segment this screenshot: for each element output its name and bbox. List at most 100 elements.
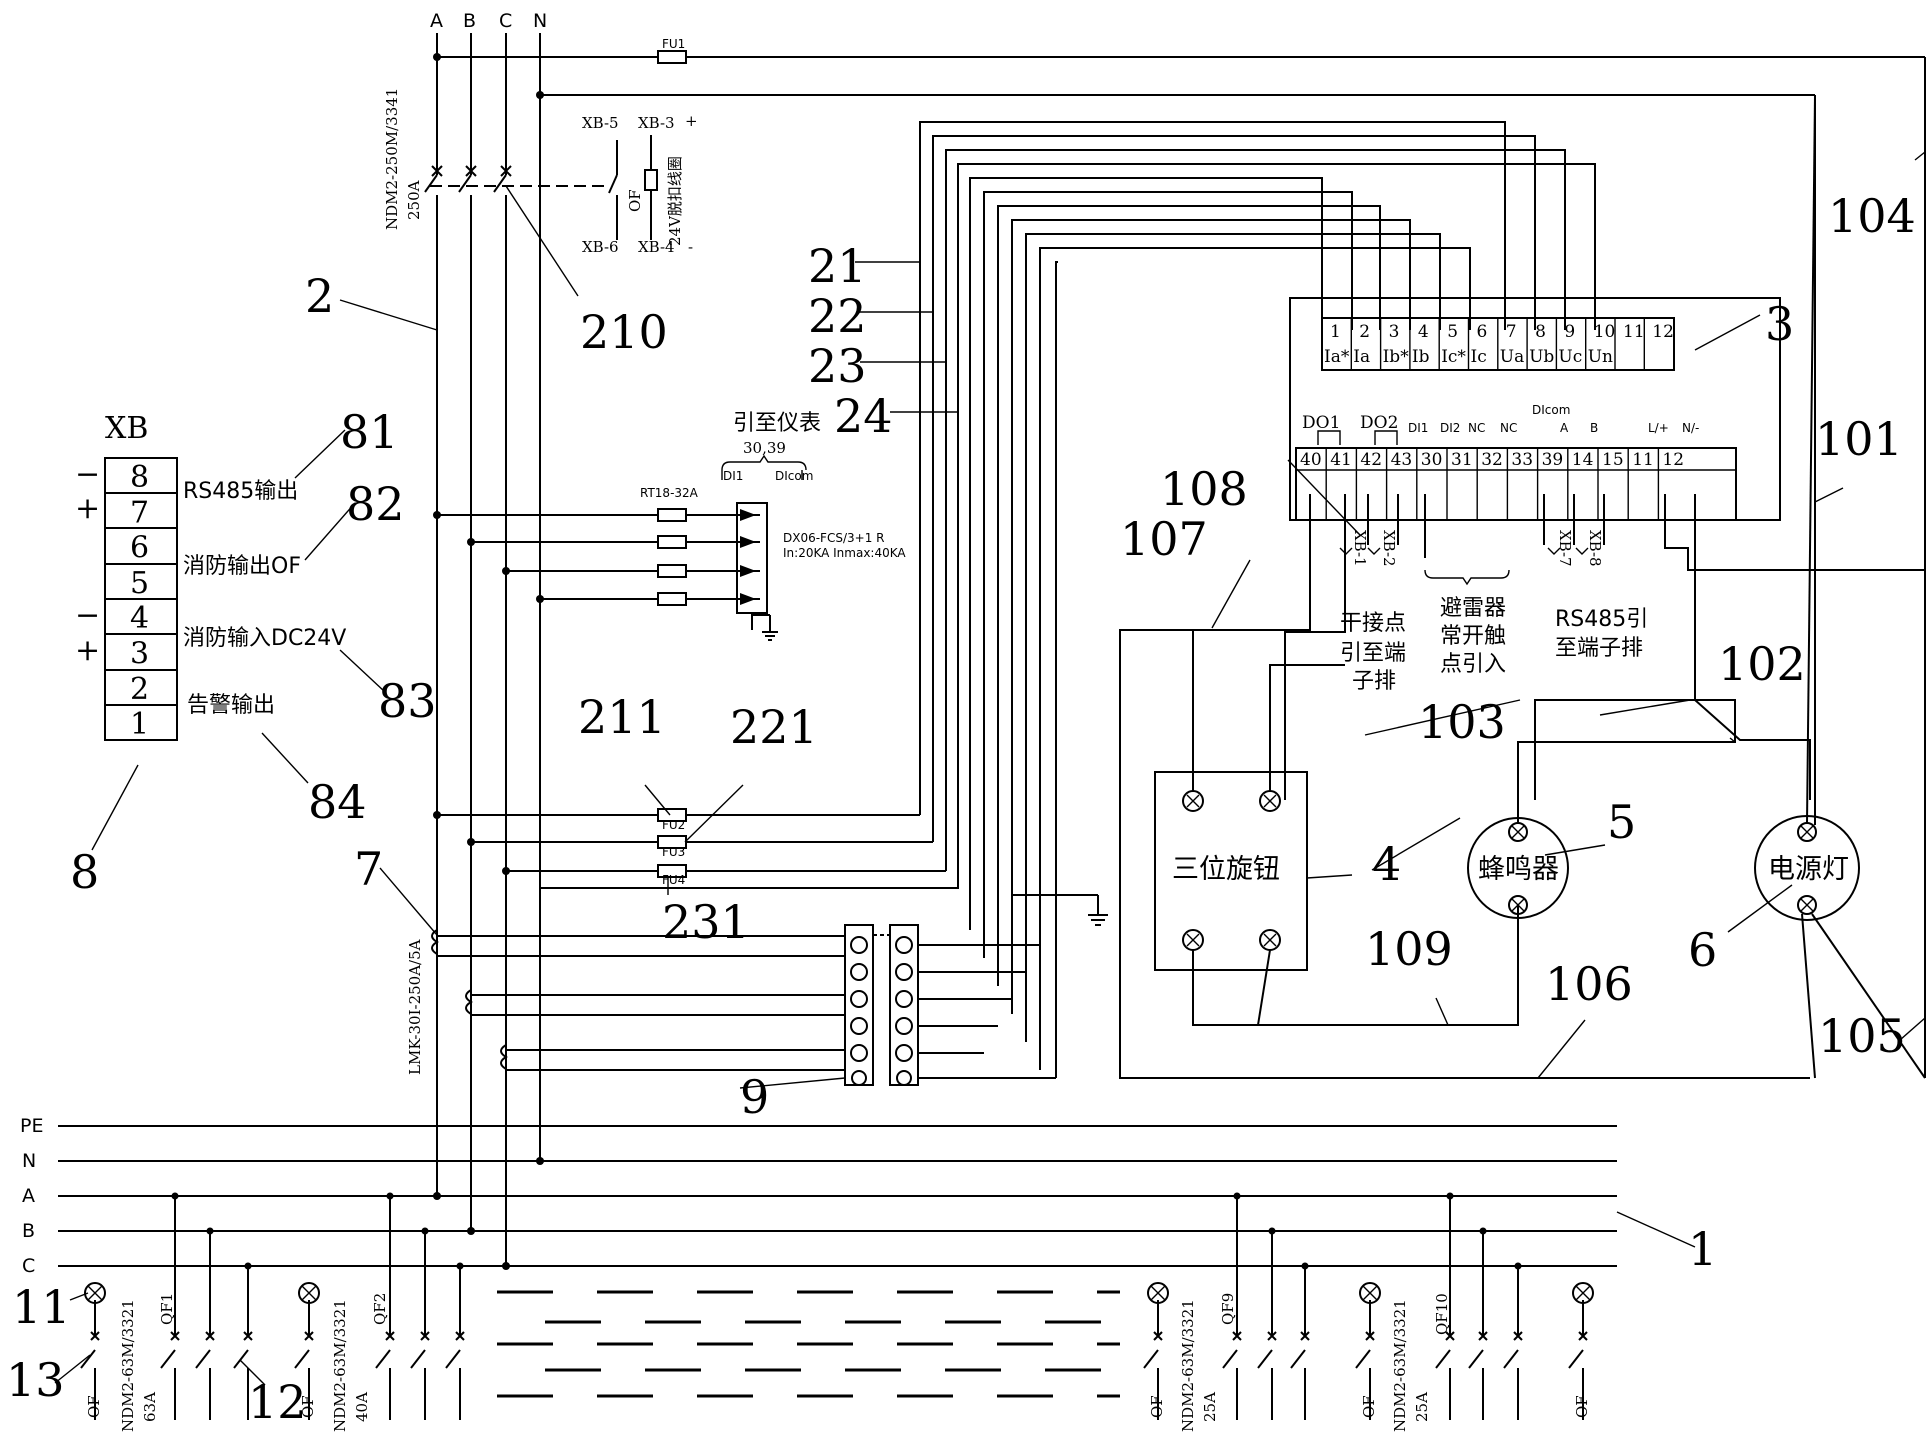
meter-group-label: B: [1590, 421, 1598, 435]
ref-105: 105: [1818, 1009, 1906, 1063]
ref-21: 21: [808, 239, 867, 293]
ref-12: 12: [248, 1375, 307, 1429]
meter-top-number: 12: [1652, 322, 1674, 342]
branch-1-rating: 63A: [141, 1392, 159, 1422]
xb-sign-minus-1: −: [75, 457, 100, 492]
meter-bottom-number: 12: [1662, 450, 1684, 470]
meter-xb2: XB-2: [1380, 530, 1398, 567]
fuse-fu1: [657, 50, 687, 64]
meter-group-label: L/+: [1648, 421, 1669, 435]
bus-dashes: [497, 1290, 1120, 1398]
meter-top-number: 1: [1330, 322, 1341, 342]
buzzer-label: 蜂鸣器: [1478, 854, 1559, 885]
ref-102: 102: [1718, 637, 1806, 691]
branch-last-of: OF: [1573, 1395, 1591, 1418]
meter-bottom-number: 14: [1572, 450, 1594, 470]
xb-terminal-number: 1: [130, 707, 149, 742]
voltage-wires: [540, 121, 1596, 889]
meter-top-label: Ub: [1529, 347, 1554, 367]
current-transformers: [431, 894, 1108, 1071]
leader-lines: [54, 151, 1926, 1386]
meter-top-number: 11: [1623, 322, 1645, 342]
small-fuses: [437, 808, 946, 878]
meter-top-label: Ia*: [1324, 347, 1350, 367]
spd-lead-left: DI1: [723, 469, 743, 483]
xb-terminal-number: 6: [130, 531, 149, 566]
terminal-block: [844, 924, 1056, 1086]
bus-label-b: B: [22, 1220, 35, 1242]
knob-label: 三位旋钮: [1172, 854, 1280, 885]
meter-bottom-number: 40: [1300, 450, 1322, 470]
xb-terminal-number: 7: [130, 495, 149, 530]
ref-9: 9: [740, 1070, 769, 1124]
meter-bottom-number: 41: [1330, 450, 1352, 470]
ref-6: 6: [1688, 923, 1717, 977]
meter-top-label: Ia: [1353, 347, 1370, 367]
shunt-xb6: XB-6: [582, 238, 619, 256]
meter-top-label: Ib*: [1383, 347, 1410, 367]
bus-labels: PE N A B C: [20, 1115, 43, 1277]
spd-lead-terms: 30,39: [743, 439, 786, 457]
spd-model: DX06-FCS/3+1 R: [783, 531, 884, 545]
spd-contact-line1: 避雷器: [1440, 596, 1506, 621]
ref-13: 13: [6, 1353, 65, 1407]
meter-top-label: Ic: [1471, 347, 1487, 367]
spd-lead-right: DIcom: [775, 469, 813, 483]
meter-top-number: 7: [1506, 322, 1517, 342]
meter-top-number: 10: [1594, 322, 1616, 342]
branch-10-of: OF: [1360, 1395, 1378, 1418]
spd-contact-line2: 常开触: [1440, 624, 1506, 649]
meter-top-number: 2: [1359, 322, 1370, 342]
ct-model: LMK-30I-250A/5A: [406, 939, 424, 1075]
shunt-trip-block: XB-5 XB-3 + XB-6 XB-4 - OF 24V脱扣线圈: [582, 112, 698, 256]
ref-221: 221: [730, 700, 818, 754]
xb-sign-plus-2: +: [75, 633, 100, 668]
top-wires: [437, 50, 1926, 1078]
meter-bottom-number: 39: [1542, 450, 1564, 470]
meter-bottom-number: 43: [1391, 450, 1413, 470]
meter-bottom-terminals: [1295, 447, 1737, 521]
xb-terminal-number: 5: [130, 566, 149, 601]
meter-xb-tags: XB-1 XB-2 XB-7 XB-8: [1351, 530, 1604, 567]
meter-top-label: Un: [1588, 347, 1613, 367]
meter-group-label: DO2: [1360, 413, 1398, 433]
reference-numerals: 1 2 3 4 5 6 7 8 9 11 12 13 21 22 23 24 8…: [6, 189, 1916, 1429]
dry-contact-line3: 子排: [1352, 669, 1396, 694]
dry-contact-line2: 引至端: [1340, 641, 1406, 666]
xb-title: XB: [105, 411, 148, 446]
branch-1-of: OF: [85, 1395, 103, 1418]
xb-sign-minus-2: −: [75, 598, 100, 633]
shunt-of: OF: [626, 189, 644, 212]
phase-label-b: B: [463, 10, 476, 32]
main-breaker-model: NDM2-250M/3341: [383, 88, 401, 230]
meter-top-number: 6: [1477, 322, 1488, 342]
branch-10-rating: 25A: [1413, 1392, 1431, 1422]
meter-top-number: 5: [1447, 322, 1458, 342]
shunt-plus: +: [685, 112, 698, 130]
meter-bottom-number: 32: [1481, 450, 1503, 470]
branch-10-qf: QF10: [1433, 1293, 1451, 1335]
meter-top-label: Ic*: [1441, 347, 1466, 367]
meter-group-label: A: [1560, 421, 1569, 435]
buzzer: 蜂鸣器: [1467, 699, 1736, 919]
phase-labels: A B C N: [430, 10, 547, 32]
xb-terminal-number: 8: [130, 460, 149, 495]
ct-wires: [969, 177, 1471, 1078]
bus-bars: [58, 1125, 1617, 1267]
knob-wiring: [1192, 630, 1519, 1026]
branch-1-qf: QF1: [158, 1293, 176, 1325]
phase-label-a: A: [430, 10, 443, 32]
fu4-label: FU4: [662, 873, 685, 887]
branch-9-rating: 25A: [1201, 1392, 1219, 1422]
meter-group-label: DI1: [1408, 421, 1428, 435]
meter-group-label: DIcom: [1532, 403, 1570, 417]
three-position-knob: 三位旋钮: [1154, 771, 1308, 971]
branch-1-model: NDM2-63M/3321: [119, 1299, 137, 1432]
meter-bottom-wiring: [1119, 494, 1925, 1079]
meter-bottom-number: 31: [1451, 450, 1473, 470]
meter-group-label: DI2: [1440, 421, 1460, 435]
meter-xb8: XB-8: [1586, 530, 1604, 567]
branch-10-model: NDM2-63M/3321: [1391, 1299, 1409, 1432]
branch-breakers: [80, 1192, 1594, 1420]
